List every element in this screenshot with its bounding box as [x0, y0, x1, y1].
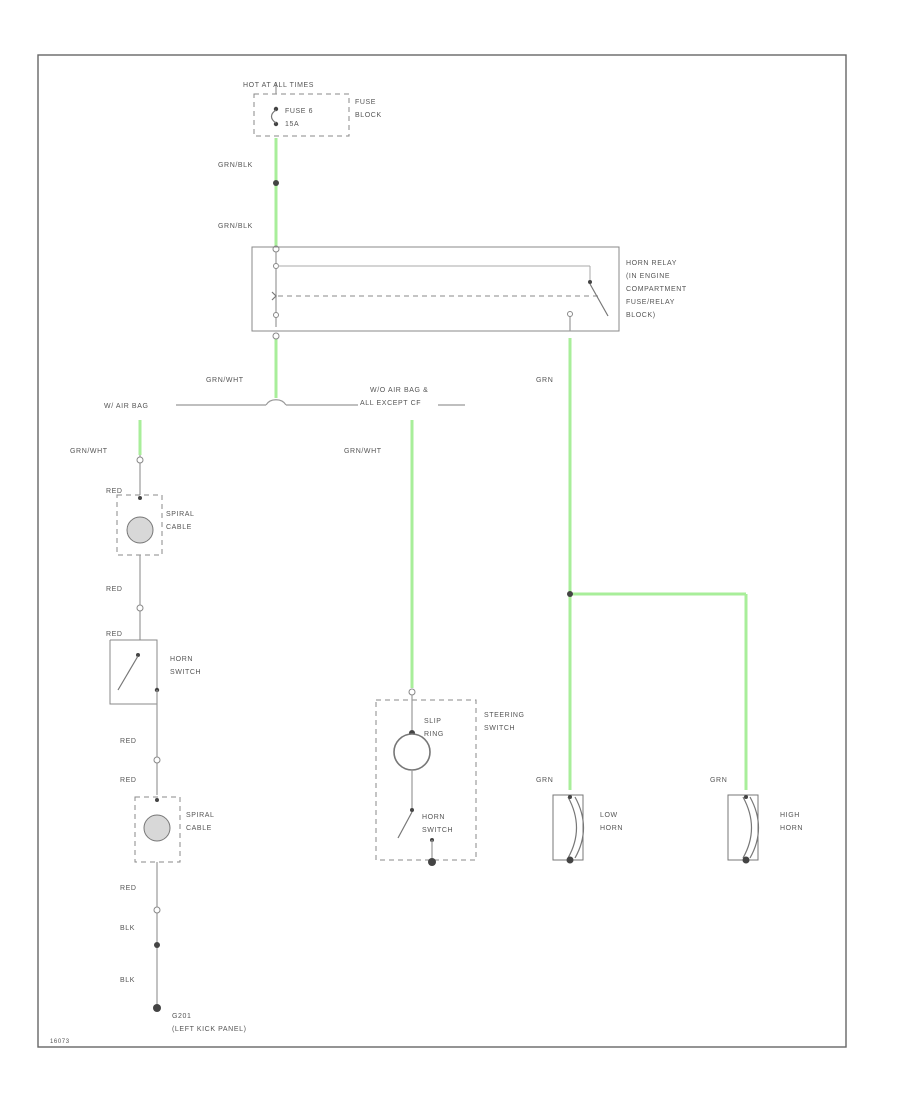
- horn-switch-1-contact: [117, 655, 139, 691]
- label-high-horn-2: HORN: [780, 825, 803, 832]
- high-horn: [727, 794, 759, 861]
- label-wire-top-1: GRN/BLK: [218, 162, 253, 169]
- diagram-frame: [37, 54, 847, 1048]
- label-fuse-block-1: FUSE: [355, 99, 376, 106]
- label-relay-3: COMPARTMENT: [626, 286, 687, 293]
- fuse-block: [253, 93, 350, 137]
- label-low-horn-1: LOW: [600, 812, 618, 819]
- label-red-4: RED: [120, 738, 137, 745]
- label-figure-code: 16073: [50, 1039, 70, 1045]
- label-low-horn-2: HORN: [600, 825, 623, 832]
- horn-relay-box: [251, 246, 620, 332]
- label-slip-ring-1: SLIP: [424, 718, 442, 725]
- relay-coil: [271, 291, 277, 301]
- label-slip-ring-2: RING: [424, 731, 444, 738]
- spiral-cable-2-box: [134, 796, 181, 863]
- label-red-5: RED: [120, 777, 137, 784]
- steering-ground: [428, 858, 436, 866]
- label-ground-1: G201: [172, 1013, 192, 1020]
- label-grn-high: GRN: [710, 777, 727, 784]
- label-without-airbag-1: W/O AIR BAG &: [370, 387, 428, 394]
- label-red-2: RED: [106, 586, 123, 593]
- label-horn-switch-1a: HORN: [170, 656, 193, 663]
- label-relay-1: HORN RELAY: [626, 260, 677, 267]
- label-spiral-1a: SPIRAL: [166, 511, 195, 518]
- label-horn-switch-2a: HORN: [422, 814, 445, 821]
- splice-dot-right: [567, 591, 573, 597]
- label-fuse: FUSE 6: [285, 108, 313, 115]
- spiral-cable-1: [126, 516, 154, 544]
- label-spiral-1b: CABLE: [166, 524, 192, 531]
- label-relay-4: FUSE/RELAY: [626, 299, 675, 306]
- label-without-airbag-2: ALL EXCEPT CF: [360, 400, 421, 407]
- label-spiral-2b: CABLE: [186, 825, 212, 832]
- slip-ring: [393, 733, 431, 771]
- label-fuse-amps: 15A: [285, 121, 299, 128]
- label-fuse-block-2: BLOCK: [355, 112, 382, 119]
- label-horn-switch-2b: SWITCH: [422, 827, 453, 834]
- label-horn-switch-1b: SWITCH: [170, 669, 201, 676]
- relay-switch-contact: [589, 283, 609, 317]
- label-left-wire: GRN/WHT: [70, 448, 108, 455]
- label-high-horn-1: HIGH: [780, 812, 800, 819]
- horn-switch-2-contact: [397, 811, 413, 839]
- ground-g201: [153, 1004, 161, 1012]
- label-steering-1: STEERING: [484, 712, 525, 719]
- steering-switch-box: [375, 699, 477, 861]
- spiral-cable-2: [143, 814, 171, 842]
- label-ground-2: (LEFT KICK PANEL): [172, 1026, 247, 1033]
- label-grn-low: GRN: [536, 777, 553, 784]
- label-blk-2: BLK: [120, 977, 135, 984]
- label-wire-top-2: GRN/BLK: [218, 223, 253, 230]
- label-blk-1: BLK: [120, 925, 135, 932]
- label-relay-5: BLOCK): [626, 312, 656, 319]
- label-red-1: RED: [106, 488, 123, 495]
- label-steering-2: SWITCH: [484, 725, 515, 732]
- label-relay-right-wire: GRN: [536, 377, 553, 384]
- label-relay-out-wire: GRN/WHT: [206, 377, 244, 384]
- label-hot-power: HOT AT ALL TIMES: [243, 82, 314, 89]
- low-horn: [552, 794, 584, 861]
- label-with-airbag: W/ AIR BAG: [104, 403, 149, 410]
- label-red-3: RED: [106, 631, 123, 638]
- horn-switch-1-frame: [109, 639, 158, 705]
- splice-dot: [273, 180, 279, 186]
- label-relay-2: (IN ENGINE: [626, 273, 670, 280]
- label-spiral-2a: SPIRAL: [186, 812, 215, 819]
- label-mid-wire: GRN/WHT: [344, 448, 382, 455]
- label-red-6: RED: [120, 885, 137, 892]
